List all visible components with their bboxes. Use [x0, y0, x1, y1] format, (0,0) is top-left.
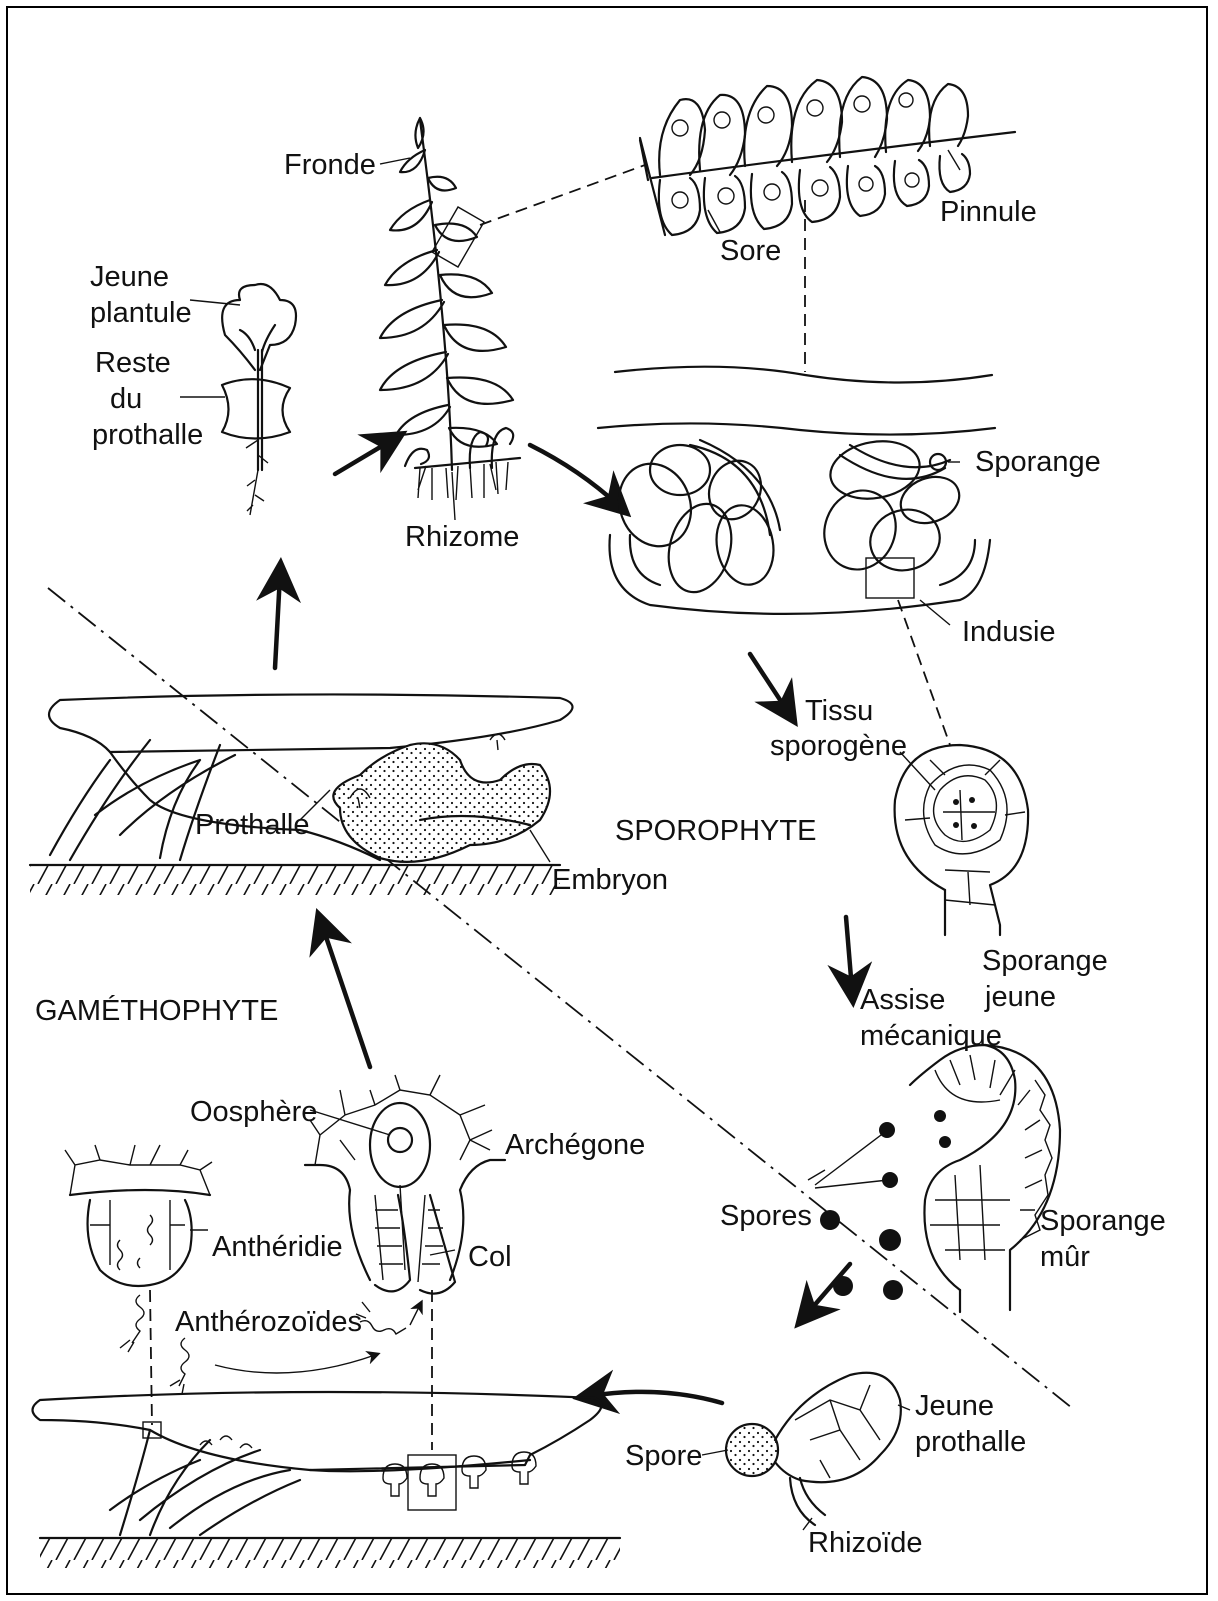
prothalle-embryon-drawing — [30, 694, 573, 895]
label-reste-2: du — [110, 383, 142, 415]
label-tissu-2: sporogène — [770, 730, 907, 762]
young-sporange-drawing — [895, 745, 1029, 935]
label-reste-3: prothalle — [92, 419, 203, 451]
arrow-sore-to-tissu — [750, 654, 788, 712]
arrow-plantule-to-fern — [335, 440, 392, 474]
label-sporange-mur-2: mûr — [1040, 1241, 1090, 1273]
label-oosphere: Oosphère — [190, 1096, 317, 1128]
label-tissu-1: Tissu — [805, 695, 873, 727]
label-jeune-prothalle-2: prothalle — [915, 1426, 1026, 1458]
arrow-archegone-to-embryon — [322, 925, 370, 1067]
label-reste-1: Reste — [95, 347, 171, 379]
arrow-spore-to-prothalle — [590, 1392, 722, 1403]
label-embryon: Embryon — [552, 864, 668, 896]
label-sore: Sore — [720, 235, 781, 267]
label-jeune-plantule-2: plantule — [90, 297, 192, 329]
label-gametophyte: GAMÉTHOPHYTE — [35, 994, 278, 1027]
label-fronde: Fronde — [284, 149, 376, 181]
label-assise-1: Assise — [860, 984, 945, 1016]
sore-section-drawing — [598, 367, 995, 745]
arrow-embryon-to-plantule — [275, 575, 280, 668]
rhizome-stem — [415, 458, 520, 468]
label-sporange: Sporange — [975, 446, 1101, 478]
fern-frond-drawing — [380, 118, 520, 500]
label-pinnule: Pinnule — [940, 196, 1037, 228]
label-spore: Spore — [625, 1440, 702, 1472]
label-antheridie: Anthéridie — [212, 1231, 343, 1263]
label-rhizome: Rhizome — [405, 521, 519, 553]
label-col: Col — [468, 1241, 512, 1273]
label-jeune-prothalle-1: Jeune — [915, 1390, 994, 1422]
label-sporange-jeune-1: Sporange — [982, 945, 1108, 977]
label-sporophyte: SPOROPHYTE — [615, 815, 816, 847]
label-indusie: Indusie — [962, 616, 1056, 648]
label-sporange-jeune-2: jeune — [984, 981, 1056, 1013]
label-prothalle: Prothalle — [195, 809, 309, 841]
label-antherozoides: Anthérozoïdes — [175, 1306, 362, 1338]
spores-dots — [820, 1110, 951, 1300]
label-sporange-mur-1: Sporange — [1040, 1205, 1166, 1237]
label-assise-2: mécanique — [860, 1020, 1002, 1052]
label-spores: Spores — [720, 1200, 812, 1232]
arrow-fern-to-sore — [530, 445, 618, 505]
young-prothalle-drawing — [702, 1373, 910, 1530]
young-plantule-drawing — [180, 284, 296, 515]
arrow-to-sporange-mur — [846, 917, 852, 990]
label-archegone: Archégone — [505, 1129, 645, 1161]
label-rhizoide: Rhizoïde — [808, 1527, 922, 1559]
label-jeune-plantule-1: Jeune — [90, 261, 169, 293]
pinnule-drawing — [480, 77, 1015, 372]
antheridie-drawing — [65, 1145, 212, 1286]
